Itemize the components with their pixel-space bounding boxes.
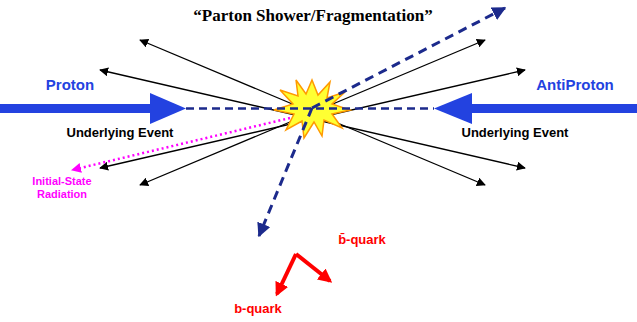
event-label: Underlying Event (461, 126, 570, 141)
b-antiquark-arrow (296, 254, 330, 281)
underlying-event-arrow (100, 70, 525, 168)
beam-label: AntiProton (535, 76, 614, 93)
antiproton-arrowhead (434, 93, 472, 124)
quark-label: b-quark (233, 302, 283, 317)
event-label: Underlying Event (66, 126, 175, 141)
underlying-event-arrow (140, 40, 485, 185)
antiproton-beam (470, 104, 637, 113)
radiation-label: Initial-State Radiation (19, 175, 105, 200)
proton-arrowhead (150, 93, 186, 124)
proton-beam (0, 104, 152, 113)
outgoing-parton (259, 108, 312, 236)
underlying-event-arrow (140, 40, 485, 185)
quark-label: b̄-quark (337, 233, 387, 248)
underlying-event-arrow (100, 70, 525, 168)
beam-label: Proton (45, 76, 95, 93)
b-quark-arrow (277, 254, 296, 294)
diagram-title: “Parton Shower/Fragmentation” (192, 6, 433, 26)
